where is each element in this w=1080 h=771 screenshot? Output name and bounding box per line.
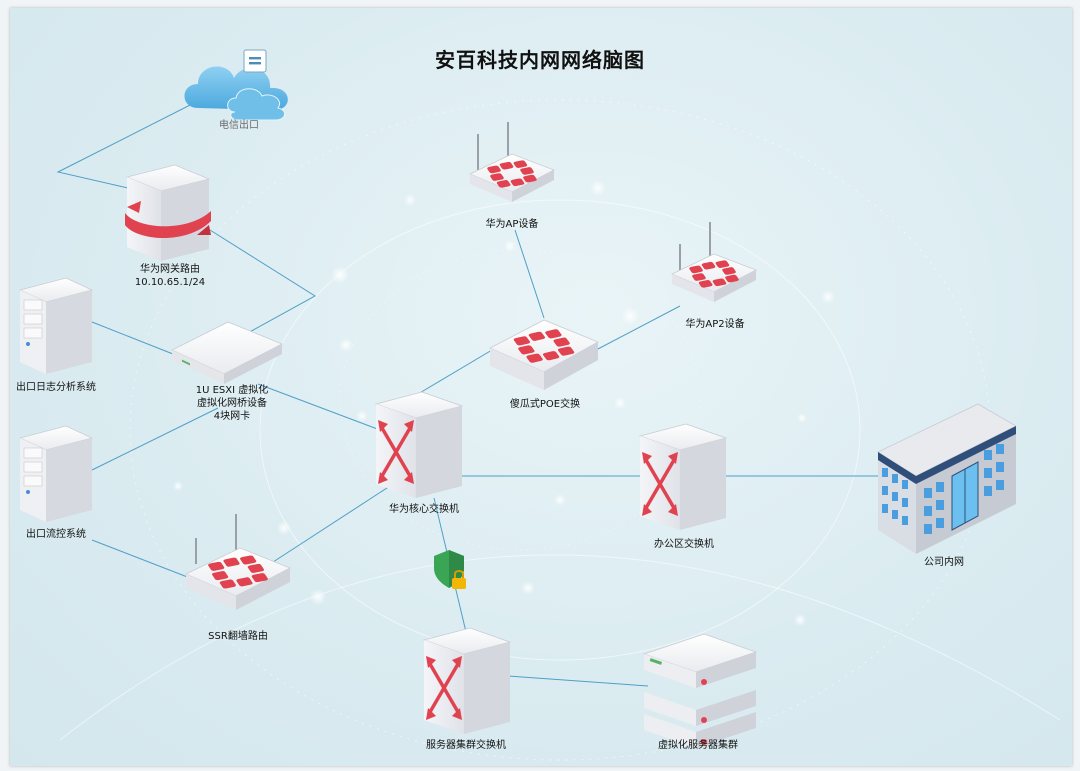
cloud-icon[interactable]: [184, 49, 288, 121]
wireless-router-icon[interactable]: [185, 514, 291, 610]
link-poe-ap1: [514, 229, 545, 319]
building-icon[interactable]: [877, 403, 1017, 554]
link-log-esxi: [91, 321, 179, 357]
rack-server-icon[interactable]: [642, 633, 758, 748]
flow-control-label: 出口流控系统: [26, 529, 86, 540]
company-lan-label: 公司内网: [924, 557, 964, 568]
router-icon[interactable]: [125, 164, 211, 261]
shield-lock-icon: [434, 550, 466, 589]
server-switch-label: 服务器集群交换机: [426, 740, 506, 751]
esxi-label-line2: 虚拟化网桥设备: [196, 398, 267, 409]
link-server-switch-cluster: [507, 675, 649, 687]
telecom-label: 电信出口: [219, 120, 259, 131]
gateway-router-name: 华为网关路由: [139, 264, 200, 275]
core-switch-label: 华为核心交换机: [389, 504, 459, 515]
link-core-poe: [417, 349, 493, 395]
switch-icon[interactable]: [638, 423, 728, 530]
page-title: 安百科技内网网络脑图: [435, 48, 645, 72]
link-esxi-core: [257, 383, 381, 431]
link-telecom-gateway: [56, 99, 201, 189]
gateway-router-ip: 10.10.65.1/24: [134, 277, 206, 288]
server-tower-icon[interactable]: [18, 277, 94, 374]
esxi-label-line1: 1U ESXI 虚拟化: [195, 385, 269, 396]
poe-switch-icon[interactable]: [489, 319, 599, 390]
poe-switch-label: 傻瓜式POE交换: [509, 399, 581, 410]
ssr-router-label: SSR翻墙路由: [208, 631, 268, 642]
switch-icon[interactable]: [374, 391, 464, 498]
server-tower-icon[interactable]: [18, 425, 94, 522]
office-switch-label: 办公区交换机: [654, 539, 714, 550]
link-poe-ap2: [595, 305, 681, 351]
background-dots: [173, 180, 835, 626]
link-gateway-esxi: [209, 229, 316, 335]
gateway-router-label: 华为网关路由 10.10.65.1/24: [135, 263, 205, 289]
virtual-cluster-label: 虚拟化服务器集群: [658, 740, 738, 751]
esxi-label: 1U ESXI 虚拟化 虚拟化网桥设备 4块网卡: [196, 384, 269, 423]
connection-links: [56, 99, 880, 687]
link-flow-esxi: [91, 407, 219, 471]
ap2-label: 华为AP2设备: [685, 319, 745, 330]
wireless-router-icon[interactable]: [671, 222, 757, 302]
wireless-router-icon[interactable]: [469, 122, 555, 202]
esxi-label-line3: 4块网卡: [213, 411, 251, 422]
link-ssr-core: [269, 485, 391, 565]
ap1-label: 华为AP设备: [485, 219, 539, 230]
esxi-server-icon[interactable]: [171, 321, 283, 384]
log-system-label: 出口日志分析系统: [16, 382, 96, 393]
background-decoration: [59, 99, 1061, 761]
link-flow-ssr: [91, 539, 191, 579]
switch-icon[interactable]: [422, 627, 512, 734]
